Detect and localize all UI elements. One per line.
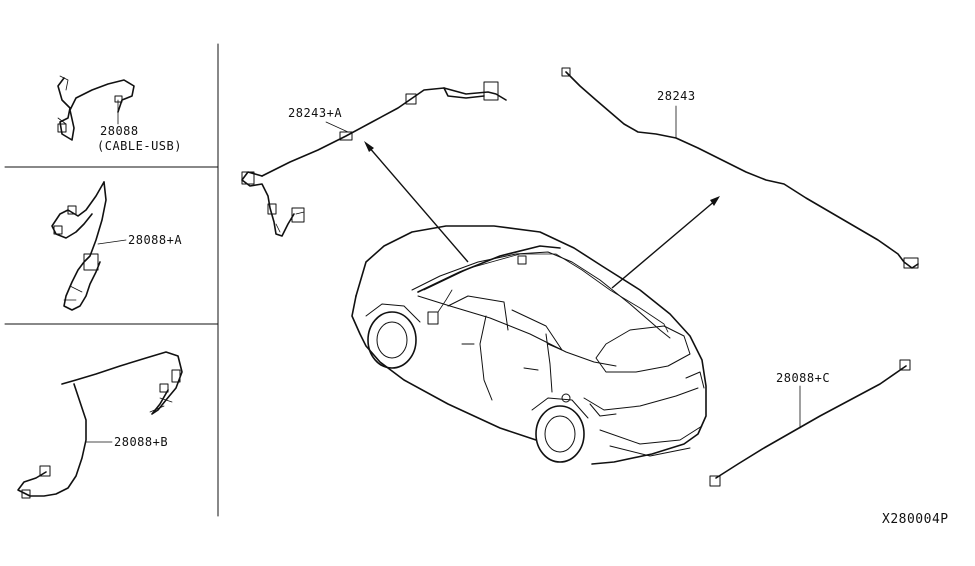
usb-cable-description: (CABLE-USB) (97, 139, 182, 153)
cable-b-part-number: 28088+B (114, 435, 168, 449)
usb-cable-part-number: 28088 (100, 124, 139, 138)
arrow-feeder-a (367, 145, 469, 263)
cable-a-leader (97, 239, 127, 245)
panel-dividers (4, 43, 219, 517)
arrow-head-feeder-a (364, 141, 374, 152)
cable-c-part-number: 28088+C (776, 371, 830, 385)
antenna-feeder-part-number: 28243 (657, 89, 696, 103)
antenna-feeder-a-leader (325, 121, 349, 133)
arrow-head-feeder (710, 196, 720, 206)
antenna-feeder-a-part-number: 28243+A (288, 106, 342, 120)
antenna-feeder-drawing (561, 67, 919, 269)
location-arrows (364, 141, 720, 289)
diagram-code: X280004P (882, 512, 949, 527)
arrow-feeder (611, 199, 717, 289)
cable-a-part-number: 28088+A (128, 233, 182, 247)
cable-b-drawing (17, 351, 183, 499)
cable-a-drawing (51, 181, 107, 311)
antenna-feeder-a-drawing (241, 81, 507, 237)
usb-cable-drawing (57, 75, 135, 141)
cable-c-drawing (709, 359, 911, 487)
vehicle-illustration (351, 225, 707, 465)
